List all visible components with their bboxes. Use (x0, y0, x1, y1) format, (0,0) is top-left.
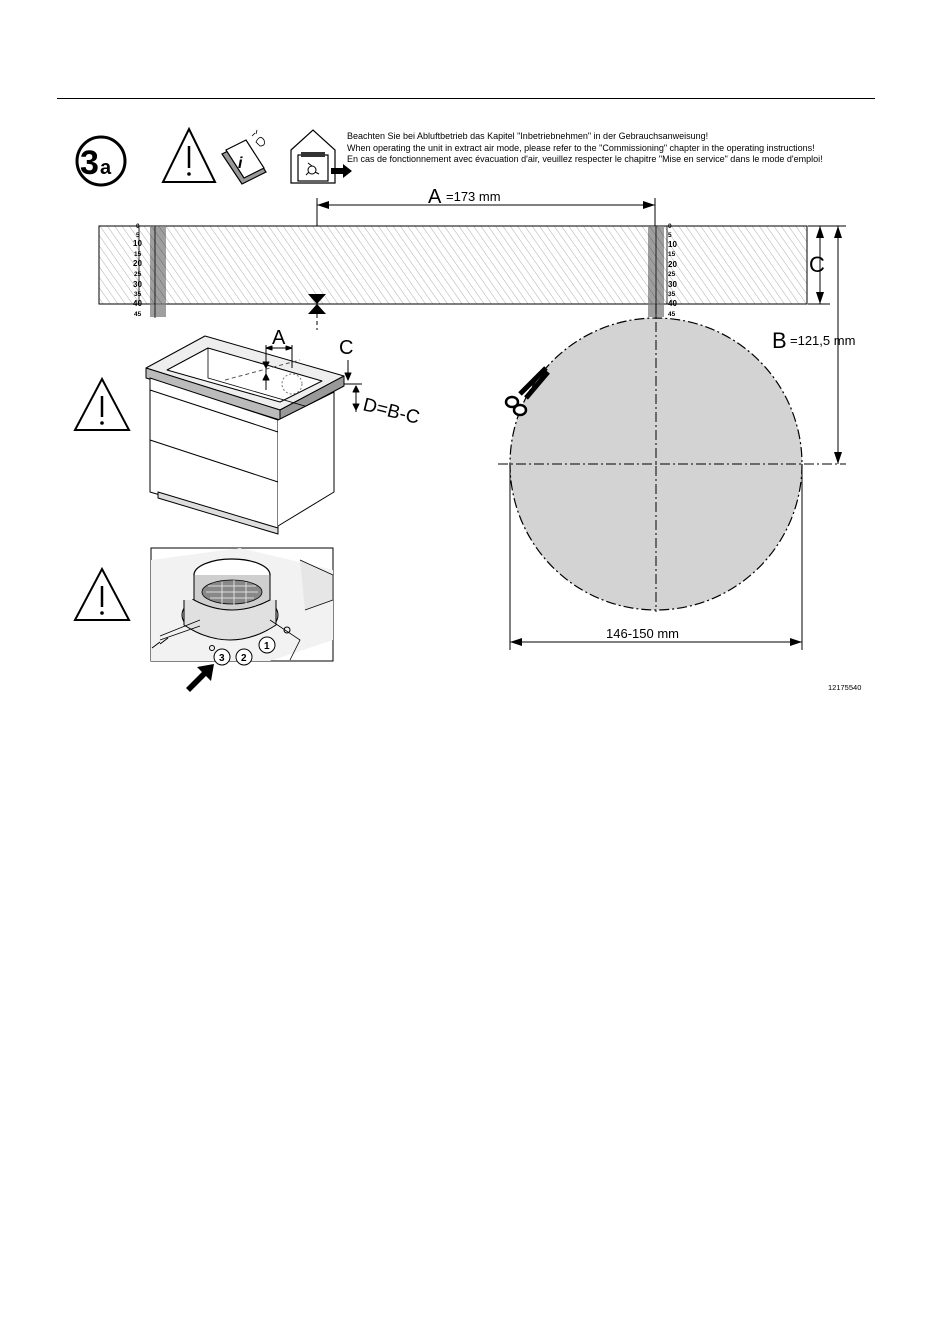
svg-text:30: 30 (668, 280, 677, 289)
arrow-icon (186, 664, 214, 692)
cabinet-a-label: A (272, 327, 286, 349)
svg-text:0: 0 (136, 223, 140, 230)
step-badge: 3 a (75, 135, 127, 187)
notice-de: Beachten Sie bei Abluftbetrieb das Kapit… (347, 131, 709, 141)
right-scale-labels: 0 5 10 15 20 25 30 35 40 45 (668, 223, 677, 318)
extract-air-notice: Beachten Sie bei Abluftbetrieb das Kapit… (347, 131, 823, 166)
svg-text:45: 45 (668, 311, 676, 318)
dimension-b-letter: B (772, 328, 787, 353)
document-id: 12175540 (828, 683, 862, 692)
svg-text:20: 20 (668, 260, 677, 269)
cabinet-illustration (145, 335, 362, 535)
warning-icon (73, 566, 131, 621)
dimension-c-letter: C (809, 252, 825, 277)
dimension-a-value: =173 mm (446, 189, 501, 204)
dimension-b-value: =121,5 mm (790, 333, 855, 348)
svg-text:5: 5 (668, 232, 672, 239)
svg-text:25: 25 (668, 271, 676, 278)
notice-en: When operating the unit in extract air m… (347, 142, 815, 153)
center-marker (308, 294, 326, 330)
dimension-a-letter: A (428, 186, 442, 208)
svg-text:40: 40 (133, 299, 142, 308)
dimension-b: B =121,5 mm (772, 226, 855, 464)
svg-text:i: i (238, 155, 243, 172)
step-number: 3 (80, 144, 99, 182)
warning-icon (161, 126, 217, 183)
info-booklet-icon: i (221, 129, 267, 185)
part-number-1: 1 (264, 641, 270, 652)
template-strip: 0 5 10 15 20 25 30 35 40 45 0 5 10 15 20… (98, 223, 808, 318)
fan-detail-illustration (150, 547, 334, 662)
header-rule (57, 98, 875, 99)
svg-text:0: 0 (668, 223, 672, 230)
notice-fr: En cas de fonctionnement avec évacuation… (347, 154, 823, 164)
svg-text:5: 5 (136, 232, 140, 239)
svg-text:15: 15 (134, 251, 142, 258)
svg-text:25: 25 (134, 271, 142, 278)
dimension-diameter: 146-150 mm (509, 470, 803, 650)
extract-air-house-icon (290, 129, 352, 184)
svg-text:15: 15 (668, 251, 676, 258)
part-number-3: 3 (219, 653, 225, 664)
svg-text:10: 10 (133, 239, 142, 248)
left-scale-labels: 0 5 10 15 20 25 30 35 40 45 (133, 223, 142, 318)
svg-text:30: 30 (133, 280, 142, 289)
left-ruler (150, 226, 166, 318)
part-number-2: 2 (241, 653, 247, 664)
svg-text:10: 10 (668, 240, 677, 249)
cutout-circle (498, 304, 846, 612)
dimension-a: A =173 mm (316, 186, 656, 226)
dimension-c: C (808, 225, 846, 305)
step-sub: a (100, 157, 112, 179)
svg-text:35: 35 (668, 291, 676, 298)
scissors-icon (504, 366, 550, 417)
diameter-value: 146-150 mm (606, 626, 679, 641)
svg-text:35: 35 (134, 291, 142, 298)
svg-text:40: 40 (668, 299, 677, 308)
cabinet-d-label: D=B-C (361, 394, 422, 428)
cabinet-c-label: C (339, 337, 353, 359)
svg-text:20: 20 (133, 259, 142, 268)
warning-icon (73, 376, 131, 431)
part-numbers: 1 2 3 (213, 636, 276, 666)
svg-text:45: 45 (134, 311, 142, 318)
